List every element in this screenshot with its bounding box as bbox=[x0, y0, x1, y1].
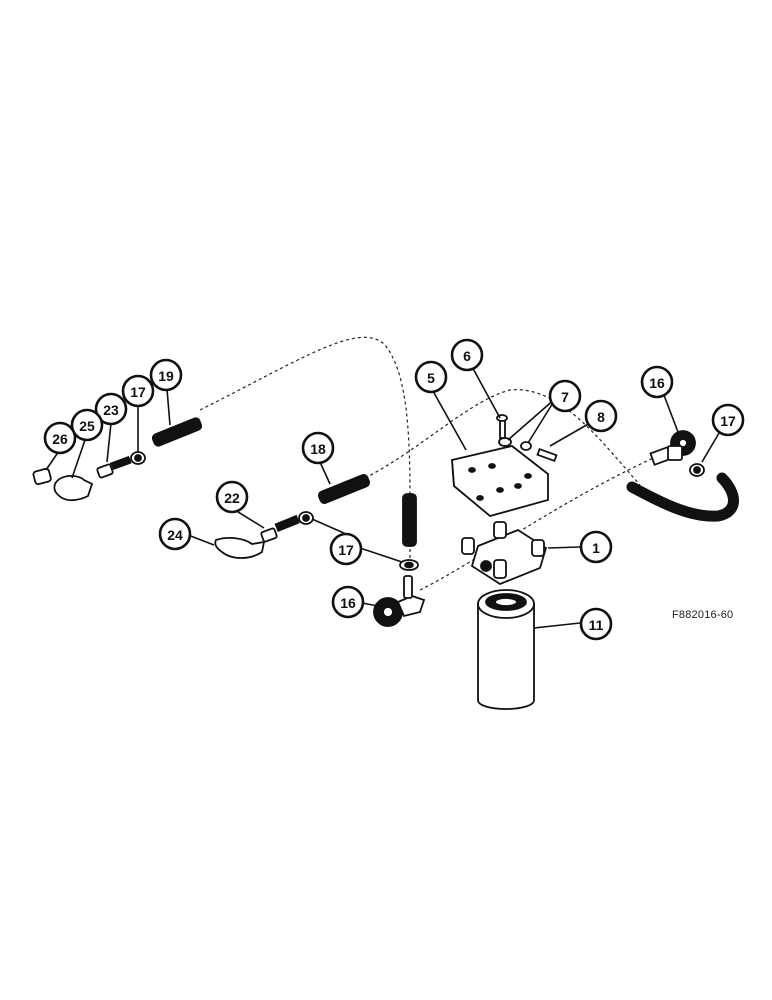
valve-16-right bbox=[649, 430, 696, 466]
callout-1-label: 1 bbox=[592, 540, 600, 556]
hose-black-right bbox=[626, 472, 739, 522]
hose-18 bbox=[317, 474, 371, 504]
callout-1: 1 bbox=[579, 530, 613, 564]
hose-19 bbox=[151, 417, 203, 447]
clamp-17-left bbox=[130, 451, 146, 465]
callout-11: 11 bbox=[579, 607, 613, 641]
callout-23: 23 bbox=[94, 392, 128, 426]
clamp-17-lower bbox=[399, 559, 419, 571]
filter-head-1 bbox=[461, 521, 548, 586]
callout-17-left: 17 bbox=[121, 374, 155, 408]
callout-7: 7 bbox=[548, 379, 582, 413]
bolt-8 bbox=[536, 447, 558, 463]
bolt-6 bbox=[496, 414, 508, 439]
callout-25: 25 bbox=[70, 408, 104, 442]
adapter-22 bbox=[260, 514, 300, 543]
elbow-24 bbox=[214, 537, 266, 559]
clamp-17-middle bbox=[298, 511, 314, 525]
elbow-25 bbox=[53, 475, 94, 502]
callout-5: 5 bbox=[414, 360, 448, 394]
adapter-23 bbox=[96, 455, 132, 479]
callout-8: 8 bbox=[584, 399, 618, 433]
callout-5-label: 5 bbox=[427, 370, 435, 386]
callout-11-label: 11 bbox=[589, 617, 604, 633]
hose-vertical bbox=[402, 493, 417, 547]
callout-25-label: 25 bbox=[79, 418, 95, 434]
callout-17-right-label: 17 bbox=[720, 413, 736, 429]
callout-8-label: 8 bbox=[597, 409, 605, 425]
clamp-17-right bbox=[689, 463, 705, 477]
callout-19-label: 19 bbox=[158, 368, 174, 384]
callout-17-middle: 17 bbox=[329, 532, 363, 566]
callout-17-left-label: 17 bbox=[130, 384, 146, 400]
callout-6: 6 bbox=[450, 338, 484, 372]
callout-16-right: 16 bbox=[640, 365, 674, 399]
callout-16-lower: 16 bbox=[331, 585, 365, 619]
callout-17-right: 17 bbox=[711, 403, 745, 437]
washer-7-b bbox=[520, 441, 532, 451]
callout-19: 19 bbox=[149, 358, 183, 392]
valve-16-lower bbox=[373, 575, 426, 627]
figure-reference-code: F882016-60 bbox=[672, 609, 734, 621]
callout-23-label: 23 bbox=[103, 402, 119, 418]
callout-17-middle-label: 17 bbox=[338, 542, 354, 558]
callout-26-label: 26 bbox=[52, 431, 68, 447]
callout-18: 18 bbox=[301, 431, 335, 465]
callout-18-label: 18 bbox=[310, 441, 326, 457]
callout-24-label: 24 bbox=[167, 527, 183, 543]
fitting-26 bbox=[32, 467, 52, 486]
callout-16-lower-label: 16 bbox=[340, 595, 356, 611]
callout-24: 24 bbox=[158, 517, 192, 551]
callout-22: 22 bbox=[215, 480, 249, 514]
callout-6-label: 6 bbox=[463, 348, 471, 364]
callout-7-label: 7 bbox=[561, 389, 569, 405]
callout-16-right-label: 16 bbox=[649, 375, 665, 391]
callout-26: 26 bbox=[43, 421, 77, 455]
bracket-5 bbox=[451, 445, 549, 517]
filter-11 bbox=[477, 589, 535, 710]
callout-22-label: 22 bbox=[224, 490, 240, 506]
